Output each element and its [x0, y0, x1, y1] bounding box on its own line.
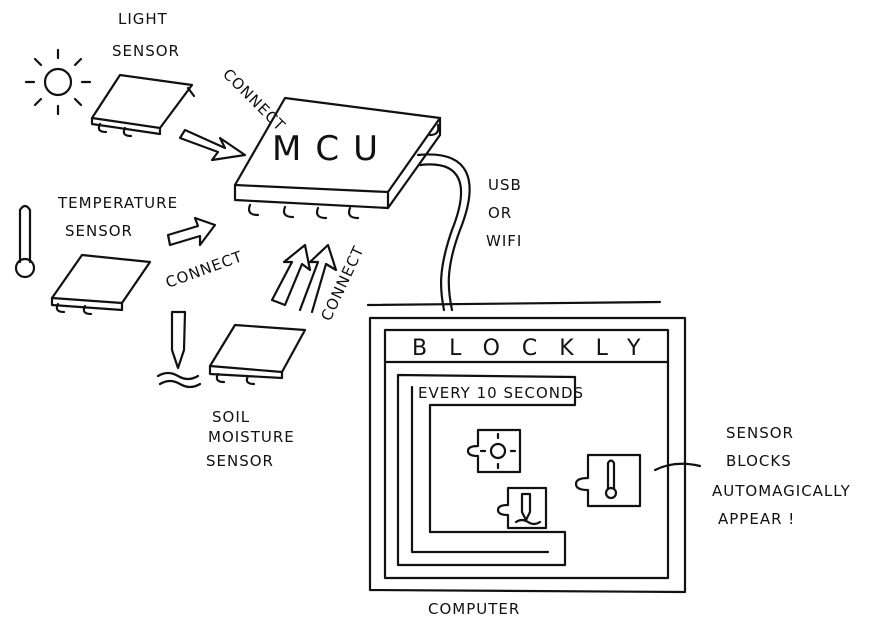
connect-label-1: CONNECT [219, 65, 289, 135]
computer-label: COMPUTER [428, 600, 520, 618]
note-line-1: SENSOR [726, 424, 794, 442]
blockly-title: BLOCKLY [412, 336, 662, 361]
arrow-temp-to-mcu [166, 216, 217, 247]
temperature-sensor-label: TEMPERATURE [57, 194, 178, 212]
light-sensor-label: LIGHT [118, 10, 168, 28]
light-sensor-block[interactable] [466, 428, 522, 474]
soil-sensor-label: SOIL [212, 408, 250, 426]
temperature-sensor-board [50, 253, 152, 316]
usb-cable [416, 153, 471, 312]
loop-block-label: EVERY 10 SECONDS [418, 384, 584, 402]
light-sensor-label-2: SENSOR [112, 42, 180, 60]
temperature-sensor-label-2: SENSOR [65, 222, 133, 240]
sun-icon [24, 48, 92, 116]
note-line-4: APPEAR ! [718, 510, 795, 528]
temperature-sensor-block[interactable] [574, 453, 642, 508]
soil-moisture-block[interactable] [496, 486, 548, 530]
connect-label-2: CONNECT [163, 247, 245, 292]
soil-sensor-board [208, 323, 307, 386]
loop-block[interactable] [396, 373, 577, 567]
soil-sensor-label-2: MOISTURE [208, 428, 295, 446]
link-label-usb: USB [488, 176, 522, 194]
soil-probe-icon [156, 310, 202, 389]
connect-label-3: CONNECT [317, 243, 367, 324]
computer-window [366, 300, 687, 594]
arrow-soil-to-mcu [270, 243, 338, 314]
note-line-3: AUTOMAGICALLY [712, 482, 851, 500]
thermometer-icon [14, 204, 36, 279]
link-label-wifi: WIFI [486, 232, 522, 250]
note-line-2: BLOCKS [726, 452, 792, 470]
light-sensor-board [90, 73, 196, 138]
link-label-or: OR [488, 204, 512, 222]
mcu-chip [233, 96, 442, 220]
soil-sensor-label-3: SENSOR [206, 452, 274, 470]
mcu-label: MCU [272, 129, 392, 169]
note-connector [653, 462, 702, 472]
arrow-light-to-mcu [178, 128, 247, 162]
